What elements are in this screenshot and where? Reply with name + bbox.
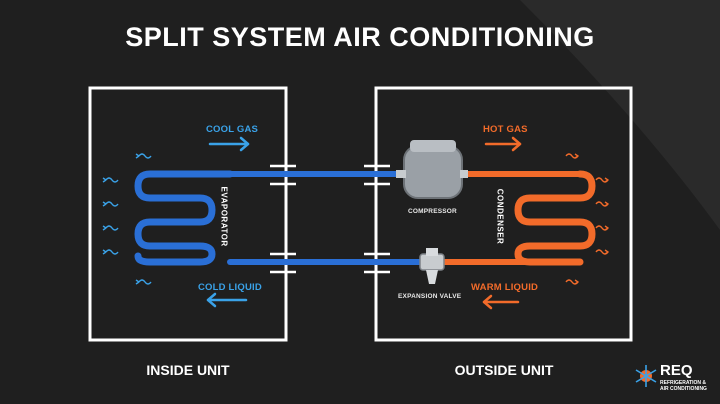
outside-unit-box [374,86,633,342]
condenser-coil [514,170,596,266]
logo-tagline-line2: AIR CONDITIONING [660,386,707,392]
background-shade [520,0,720,230]
expansion-valve-label: EXPANSION VALVE [398,293,462,300]
inside-unit-box [88,86,288,342]
cold-liquid-label: COLD LIQUID [198,282,262,293]
compressor-label: COMPRESSOR [408,208,457,215]
warm-liquid-label: WARM LIQUID [471,282,539,293]
evaporator-label: EVAPORATOR [219,186,229,247]
arrow-right-icon [208,136,250,152]
hot-gas-label: HOT GAS [483,124,528,135]
arrow-right-icon [484,136,522,152]
pipe-clamps [270,164,390,274]
cool-gas-label: COOL GAS [206,124,259,135]
condenser-label: CONDENSER [495,188,505,245]
inside-unit-label: INSIDE UNIT [146,362,230,378]
air-flow-icon [102,153,152,285]
snowflake-logo-icon [635,365,657,387]
evaporator-coil [134,170,234,266]
logo-tagline: REFRIGERATION & AIR CONDITIONING [660,380,720,392]
logo-tagline-line1: REFRIGERATION & [660,380,707,386]
page-title: SPLIT SYSTEM AIR CONDITIONING [125,22,595,52]
expansion-valve-icon [419,248,445,284]
compressor-icon [396,140,468,199]
arrow-left-icon [482,294,520,310]
air-flow-icon [565,153,610,285]
logo-name: REQ [660,362,693,379]
arrow-left-icon [206,292,248,308]
outside-unit-label: OUTSIDE UNIT [454,362,554,378]
